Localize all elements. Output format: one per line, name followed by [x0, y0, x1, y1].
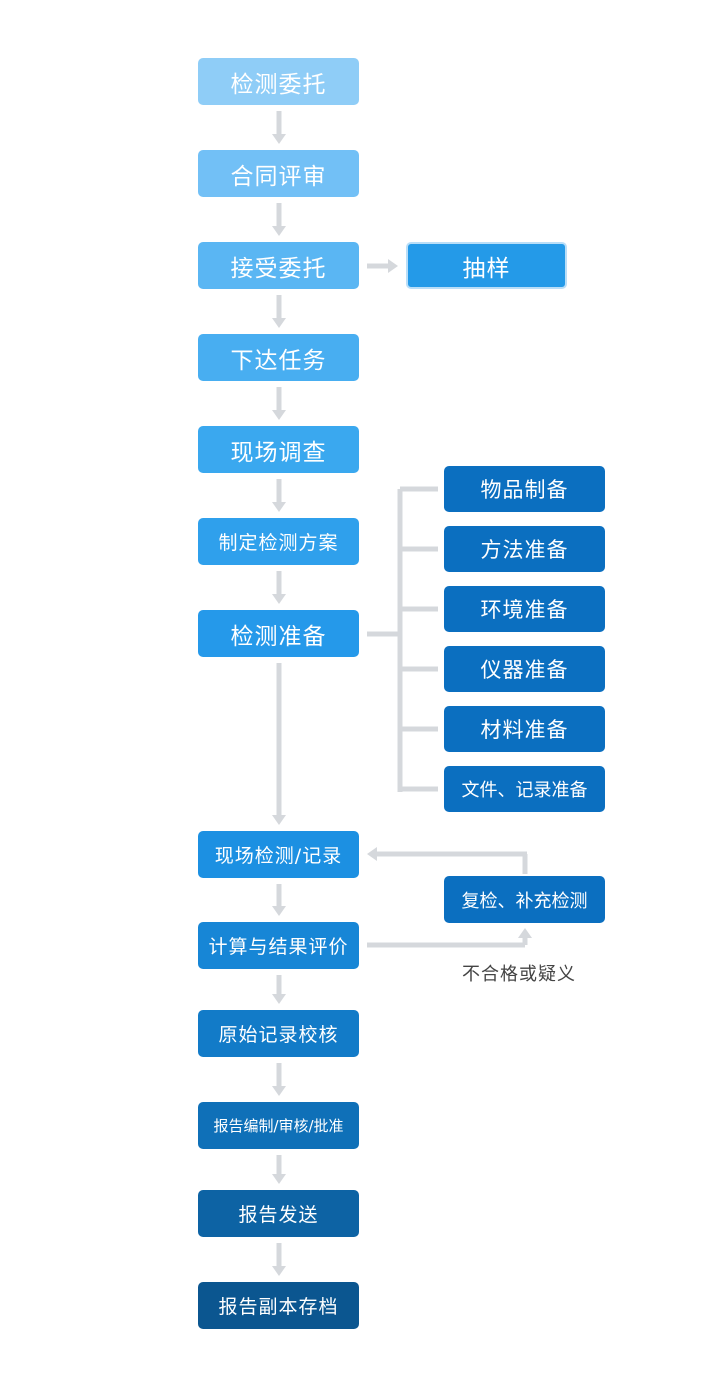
arrow-to-sampling-head — [388, 259, 398, 273]
arrow-step-2-head — [272, 318, 286, 328]
step-report-compile: 报告编制/审核/批准 — [198, 1102, 359, 1149]
arrow-step-3-head — [272, 410, 286, 420]
step-inspection-entrust: 检测委托 — [198, 58, 359, 105]
prep-item-instrument: 仪器准备 — [444, 646, 605, 692]
arrow-step-11-head — [272, 1266, 286, 1276]
loop-note: 不合格或疑义 — [462, 964, 576, 985]
step-contract-review: 合同评审 — [198, 150, 359, 197]
prep-item-material: 材料准备 — [444, 706, 605, 752]
arrow-step-10-head — [272, 1174, 286, 1184]
step-calc-evaluate: 计算与结果评价 — [198, 922, 359, 969]
step-accept-entrust: 接受委托 — [198, 242, 359, 289]
prep-item-environment: 环境准备 — [444, 586, 605, 632]
step-site-inspection: 现场检测/记录 — [198, 831, 359, 878]
arrow-step-0-head — [272, 134, 286, 144]
arrow-step-1-head — [272, 226, 286, 236]
arrow-step-4-head — [272, 502, 286, 512]
sampling-box: 抽样 — [406, 242, 567, 289]
arrow-step-6-head — [272, 815, 286, 825]
step-issue-task: 下达任务 — [198, 334, 359, 381]
arrow-step-9-head — [272, 1086, 286, 1096]
step-inspection-prep: 检测准备 — [198, 610, 359, 657]
step-report-send: 报告发送 — [198, 1190, 359, 1237]
arrow-step-7-head — [272, 906, 286, 916]
recheck-box: 复检、补充检测 — [444, 876, 605, 923]
arrow-step-8-head — [272, 994, 286, 1004]
step-site-survey: 现场调查 — [198, 426, 359, 473]
prep-item-document: 文件、记录准备 — [444, 766, 605, 812]
step-report-archive: 报告副本存档 — [198, 1282, 359, 1329]
step-record-check: 原始记录校核 — [198, 1010, 359, 1057]
arrow-to-site-inspection-head — [367, 847, 377, 861]
prep-item-goods: 物品制备 — [444, 466, 605, 512]
arrow-step-5-head — [272, 594, 286, 604]
step-make-plan: 制定检测方案 — [198, 518, 359, 565]
arrow-to-recheck-head — [518, 928, 532, 938]
prep-item-method: 方法准备 — [444, 526, 605, 572]
